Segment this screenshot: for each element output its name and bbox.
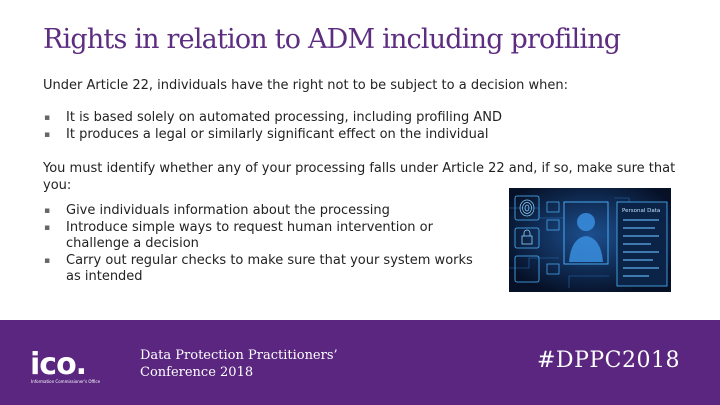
bullet-icon: ▪ bbox=[44, 206, 51, 216]
list-item: ▪ It produces a legal or similarly signi… bbox=[43, 127, 603, 144]
conditions-list: ▪ It is based solely on automated proces… bbox=[43, 110, 603, 143]
condition-text: It produces a legal or similarly signifi… bbox=[66, 126, 489, 142]
obligations-intro-text: You must identify whether any of your pr… bbox=[43, 161, 676, 193]
illustration-label: Personal Data bbox=[622, 208, 660, 214]
action-text: Give individuals information about the p… bbox=[66, 203, 390, 218]
ico-logo: ico. bbox=[30, 347, 87, 382]
bullet-icon: ▪ bbox=[44, 222, 51, 233]
hashtag: #DPPC2018 bbox=[537, 348, 680, 373]
list-item: ▪ It is based solely on automated proces… bbox=[43, 110, 603, 127]
list-item: ▪ Give individuals information about the… bbox=[43, 203, 483, 220]
intro-text: Under Article 22, individuals have the r… bbox=[43, 78, 569, 93]
digital-identity-illustration: Personal Data bbox=[509, 188, 671, 292]
actions-list: ▪ Give individuals information about the… bbox=[43, 203, 483, 286]
bullet-icon: ▪ bbox=[44, 255, 51, 266]
logo-subtext: Information Commissioner's Office bbox=[31, 379, 101, 384]
logo-text: ico. bbox=[30, 347, 86, 382]
list-item: ▪ Carry out regular checks to make sure … bbox=[43, 253, 483, 286]
action-text: Introduce simple ways to request human i… bbox=[66, 219, 433, 252]
action-text: Carry out regular checks to make sure th… bbox=[66, 252, 473, 285]
conference-line-2: Conference 2018 bbox=[140, 365, 254, 380]
footer-bar: ico. Information Commissioner's Office D… bbox=[0, 320, 720, 405]
bullet-icon: ▪ bbox=[44, 113, 51, 123]
digital-identity-graphic: Personal Data bbox=[509, 188, 671, 292]
conference-name: Data Protection Practitioners’ Conferenc… bbox=[140, 347, 360, 381]
list-item: ▪ Introduce simple ways to request human… bbox=[43, 220, 483, 253]
conference-line-1: Data Protection Practitioners’ bbox=[140, 348, 338, 363]
condition-text: It is based solely on automated processi… bbox=[66, 110, 503, 125]
slide-title: Rights in relation to ADM including prof… bbox=[43, 24, 621, 55]
bullet-icon: ▪ bbox=[44, 129, 51, 140]
